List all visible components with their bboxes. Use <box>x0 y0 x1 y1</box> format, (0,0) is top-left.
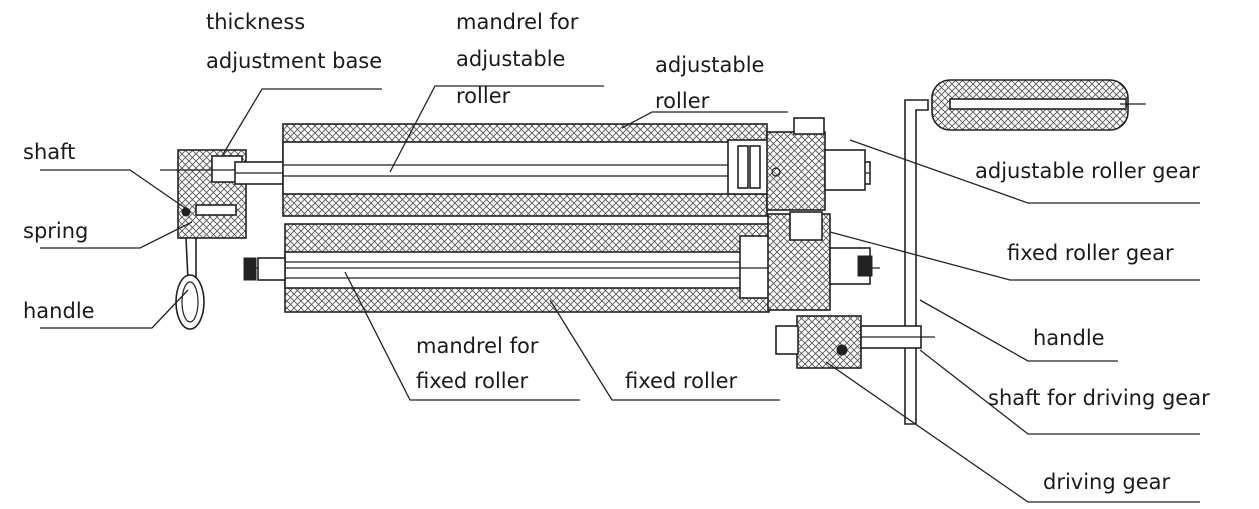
leader-lines <box>40 85 1200 503</box>
label-handle-left: handle <box>23 299 95 323</box>
label-handle-right: handle <box>1033 326 1105 350</box>
left-handle-part <box>175 237 205 330</box>
label-fixed-roller-gear: fixed roller gear <box>1007 241 1174 265</box>
label-shaft-for-driving-gear: shaft for driving gear <box>988 386 1210 410</box>
label-fixed-roller: fixed roller <box>625 369 738 393</box>
fixed-roller-gear-part <box>767 211 873 311</box>
label-shaft: shaft <box>23 140 75 164</box>
label-driving-gear: driving gear <box>1043 470 1170 494</box>
adjustable-roller-part <box>282 123 769 217</box>
label-mandrel-for-fixed-roller: mandrel for fixed roller <box>416 334 545 393</box>
adjustable-roller-gear-part <box>766 117 866 211</box>
driving-gear-part <box>775 315 935 369</box>
label-adjustable-roller: adjustable roller <box>655 53 771 113</box>
label-adjustable-roller-gear: adjustable roller gear <box>975 159 1200 183</box>
label-mandrel-for-adjustable-roller: mandrel for adjustable roller <box>456 10 585 108</box>
label-spring: spring <box>23 219 88 243</box>
label-thickness-adjustment-base: thickness adjustment base <box>206 10 382 73</box>
